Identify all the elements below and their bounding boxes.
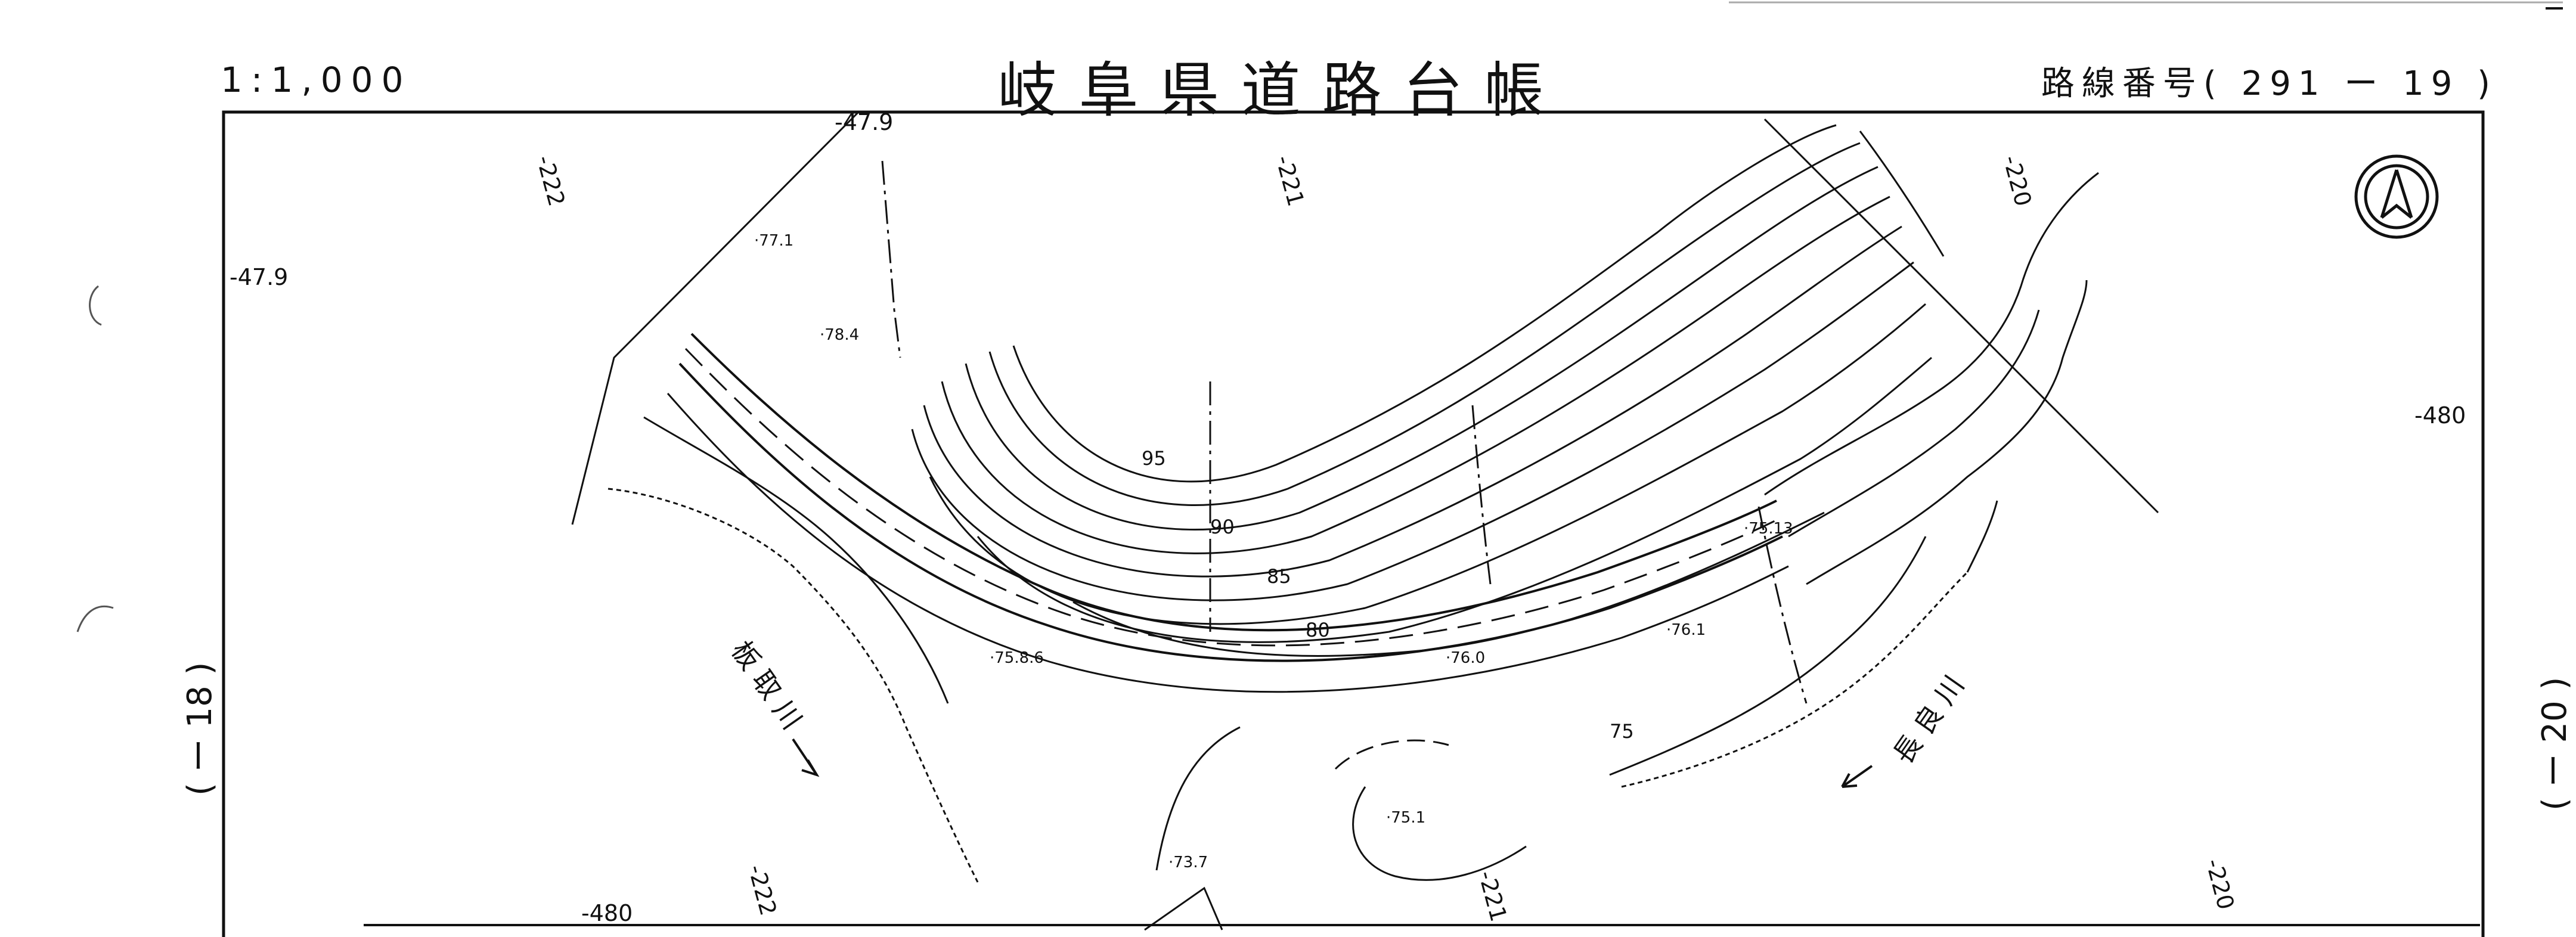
contour-label-85: 85 (1267, 565, 1291, 588)
area-outline (571, 111, 2159, 525)
map-scale: 1:1,000 (221, 60, 412, 100)
spot-height-78-4: ·78.4 (820, 326, 859, 344)
grid-label-221-bottom: -221 (1473, 868, 1512, 924)
route-number-prefix: 路線番号( (2041, 64, 2224, 103)
contour-lines (911, 124, 2099, 776)
edge-mark (76, 605, 114, 632)
riverbanks (607, 416, 1998, 883)
grid-label-222-bottom: -222 (743, 862, 782, 919)
grid-label-220-top: -220 (1998, 153, 2036, 209)
river-flow-arrow-itadori (792, 738, 820, 777)
contour-label-90: 90 (1210, 516, 1235, 538)
river-label-itadori: 板 取 川 (725, 635, 808, 735)
grid-label-221-top: -221 (1270, 153, 1309, 209)
route-number-suffix: ) (2477, 64, 2497, 103)
route-number-value: 291 ー 19 (2241, 64, 2460, 103)
grid-label-220-bottom: -220 (2200, 856, 2239, 913)
north-arrow-icon (2354, 154, 2439, 239)
side-road (1144, 726, 1527, 931)
grid-label-480-right: -480 (2414, 402, 2466, 429)
contour-label-95: 95 (1142, 447, 1166, 470)
contour-label-80: 80 (1306, 619, 1330, 641)
grid-label-222-top: -222 (531, 153, 570, 209)
road (667, 333, 1789, 693)
grid-label-480-bottom: -480 (581, 900, 633, 926)
boundary-lines (881, 160, 1808, 704)
grid-label-479-left: -47.9 (230, 264, 288, 290)
spot-height-73-7: ·73.7 (1168, 854, 1208, 871)
spot-height-76-1: ·76.1 (1666, 621, 1706, 639)
river-flow-arrow-nagara (1841, 765, 1873, 788)
grid-label-479-top: -47.9 (835, 109, 893, 135)
river-label-nagara: 長 良 川 (1887, 669, 1970, 770)
route-number-block: 路線番号( 291 ー 19 ) (2041, 57, 2497, 105)
edge-mark (89, 285, 102, 326)
spot-height-75-86: ·75.8.6 (990, 649, 1044, 667)
spot-height-75-1: ·75.1 (1386, 809, 1425, 827)
contour-label-75: 75 (1610, 720, 1634, 743)
spot-height-75-13: ·75.13 (1744, 520, 1793, 538)
spot-height-77-1: ·77.1 (754, 232, 793, 250)
map-frame (222, 110, 2485, 937)
spot-height-76-0: ·76.0 (1446, 649, 1485, 667)
